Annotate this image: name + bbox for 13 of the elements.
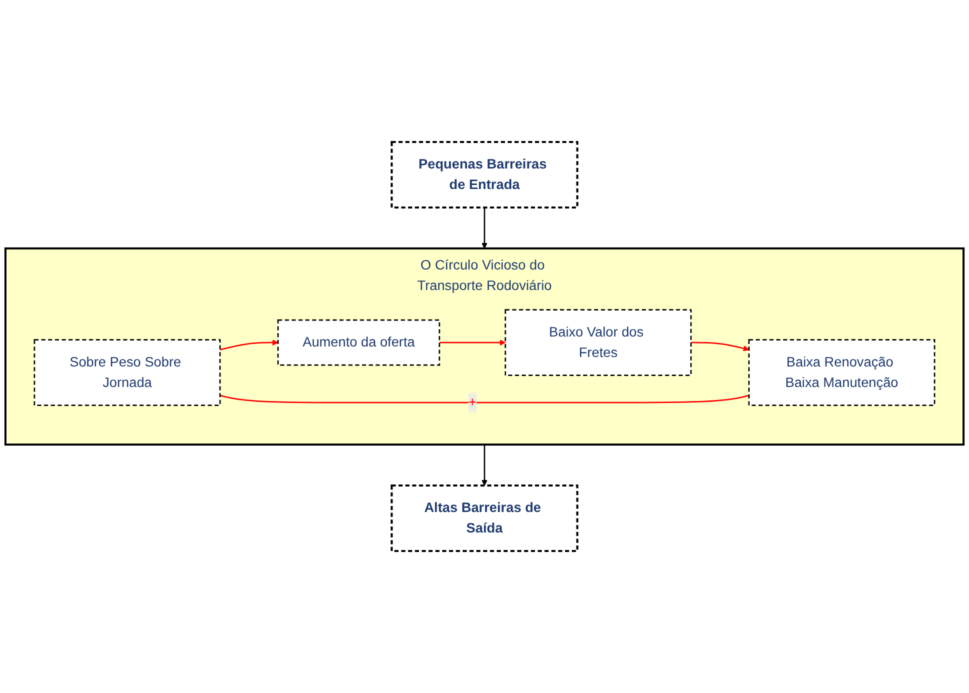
arrow	[690, 342, 750, 352]
arrow	[220, 340, 278, 350]
arrow	[482, 444, 488, 486]
node-box: Baixo Valor dos Fretes	[504, 309, 692, 376]
node-box: Sobre Peso Sobre Jornada	[34, 339, 221, 406]
node-box: Altas Barreiras de Saída	[390, 484, 578, 552]
arrow	[439, 340, 506, 346]
arrow	[482, 207, 488, 249]
connector	[220, 394, 750, 404]
node-box: Aumento da oferta	[277, 319, 440, 366]
node-box: Baixa Renovação Baixa Manutenção	[748, 339, 936, 406]
edge-label: +	[468, 395, 476, 410]
node-box: Pequenas Barreiras de Entrada	[390, 140, 578, 208]
